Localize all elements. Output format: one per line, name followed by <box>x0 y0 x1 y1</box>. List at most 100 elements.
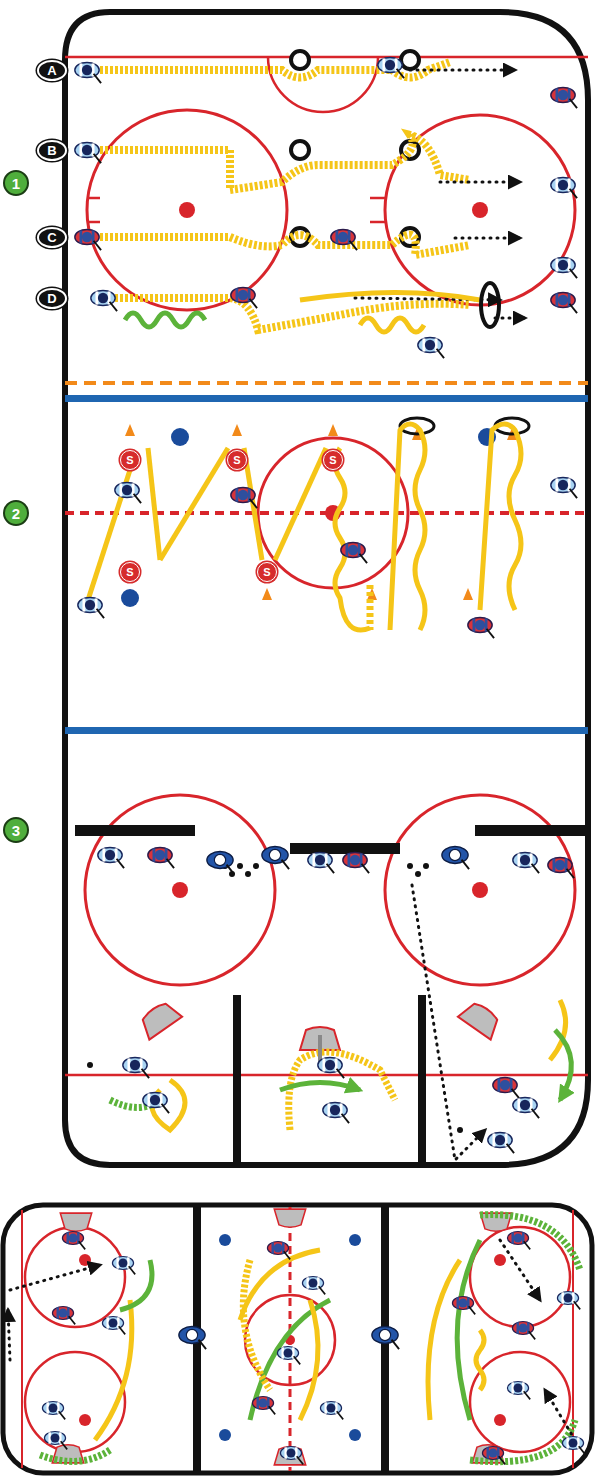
pucks <box>87 1062 93 1068</box>
section-number: 3 <box>3 817 29 843</box>
player-icon <box>442 847 469 870</box>
stop-marker: S <box>323 450 343 470</box>
stop-marker: S <box>227 450 247 470</box>
goal-net <box>60 1213 91 1231</box>
puck-pass <box>455 237 520 240</box>
zone-markings <box>65 56 588 59</box>
puck-pass <box>412 885 485 1160</box>
play-path <box>480 1215 580 1270</box>
stickhandle-wave <box>125 313 205 327</box>
neutral-zone <box>258 438 408 588</box>
player-icon <box>493 1078 519 1099</box>
skate-path <box>289 1052 395 1130</box>
cross-ice-rink <box>25 1352 125 1452</box>
target-ring <box>481 283 499 327</box>
player-icon <box>548 858 574 879</box>
stickhandle-wave <box>300 293 480 301</box>
player-icon <box>302 1277 325 1295</box>
player-icon <box>551 478 577 499</box>
neutral-zone <box>171 428 189 446</box>
zone-markings <box>87 197 100 200</box>
pucks <box>237 863 243 869</box>
player-icon <box>452 1297 475 1315</box>
end-zone <box>75 825 195 836</box>
zigzag-path <box>148 448 160 560</box>
player-icon <box>231 288 257 309</box>
tire-ring <box>291 51 309 69</box>
zone-markings <box>87 110 287 310</box>
player-icon <box>112 1257 135 1275</box>
player-icon <box>280 1447 303 1465</box>
player-icon <box>320 1402 343 1420</box>
cross-ice-rink <box>349 1429 361 1441</box>
player-icon <box>323 1103 349 1124</box>
cone <box>328 424 338 436</box>
player-icon <box>551 88 577 109</box>
cross-ice-rink <box>79 1414 91 1426</box>
goal-net <box>52 1209 511 1465</box>
player-icon <box>507 1382 530 1400</box>
zone-markings <box>472 202 488 218</box>
goal-net <box>274 1447 305 1465</box>
cross-ice-rink <box>494 1254 506 1266</box>
end-zone <box>385 795 575 985</box>
zigzag-path <box>160 448 228 560</box>
player-icon <box>52 1307 75 1325</box>
puck-pass <box>410 69 515 72</box>
player-icon <box>331 230 357 251</box>
play-path <box>457 1240 480 1420</box>
player-icon <box>62 1232 85 1250</box>
zone-markings <box>268 57 378 112</box>
end-zone <box>418 995 426 1165</box>
node-label: C <box>47 231 56 244</box>
goal-net <box>274 1209 305 1227</box>
node-label: A <box>47 64 56 77</box>
player-icon <box>231 488 257 509</box>
neutral-zone <box>121 589 139 607</box>
pucks <box>253 863 259 869</box>
cross-ice-rink <box>245 1295 335 1385</box>
zigzag-path <box>275 448 326 560</box>
node-label: 3 <box>12 823 20 838</box>
lane-marker: D <box>37 288 67 309</box>
player-icon <box>75 143 101 164</box>
play-path <box>300 1300 318 1420</box>
stickhandle-wave <box>125 313 205 327</box>
player-icon <box>143 1093 169 1114</box>
cross-ice-rink <box>470 1227 570 1327</box>
node-label: S <box>126 455 133 466</box>
puck-pass <box>8 1310 10 1360</box>
node-label: S <box>126 567 133 578</box>
zigzag-path <box>335 448 370 630</box>
end-zone <box>172 882 188 898</box>
pucks <box>87 863 463 1133</box>
player-icon <box>318 1058 344 1079</box>
player-icon <box>551 178 577 199</box>
player-icon <box>513 1098 539 1119</box>
cone <box>262 588 272 600</box>
main-rink <box>65 12 588 1165</box>
pucks <box>415 871 421 877</box>
player-icon <box>42 58 585 1465</box>
puck-pass <box>545 1390 575 1440</box>
lane-marker: B <box>37 140 67 161</box>
node-label: B <box>47 144 56 157</box>
node-label: D <box>47 292 56 305</box>
player-icon <box>98 848 124 869</box>
player-icon <box>343 853 369 874</box>
player-icon <box>372 1327 399 1350</box>
cone <box>125 424 135 436</box>
cross-ice-rink <box>3 1205 592 1473</box>
zone-markings <box>65 727 588 734</box>
player-icon <box>123 1058 149 1079</box>
skate-path-alt <box>555 1030 571 1100</box>
skate-path-alt <box>110 1030 571 1108</box>
zone-markings <box>370 221 385 224</box>
zone-markings <box>87 221 100 224</box>
zigzag-path <box>88 424 521 630</box>
skate-path <box>152 1000 566 1130</box>
cross-ice-rink <box>349 1234 361 1246</box>
end-zone <box>233 995 241 1165</box>
